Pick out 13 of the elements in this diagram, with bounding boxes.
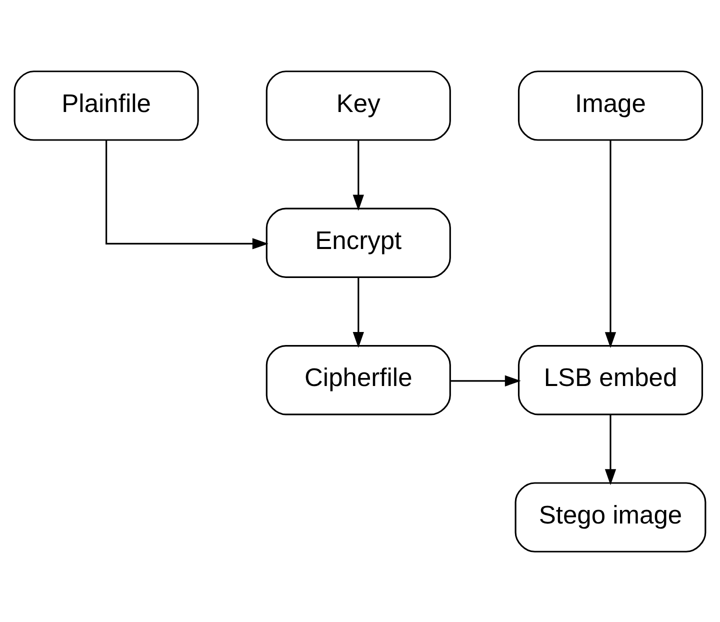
arrow	[106, 140, 268, 249]
arrow	[352, 140, 364, 210]
node-box: Key	[266, 70, 451, 140]
node-box: Plainfile	[14, 70, 199, 140]
node-box: Image	[518, 70, 704, 140]
node-box: LSB embed	[518, 344, 704, 415]
arrow	[604, 140, 616, 348]
arrow	[352, 277, 364, 348]
node-box: Cipherfile	[266, 344, 451, 415]
arrow	[450, 374, 521, 386]
arrow	[604, 414, 616, 485]
node-box: Encrypt	[266, 207, 451, 278]
node-box: Stego image	[514, 482, 706, 552]
